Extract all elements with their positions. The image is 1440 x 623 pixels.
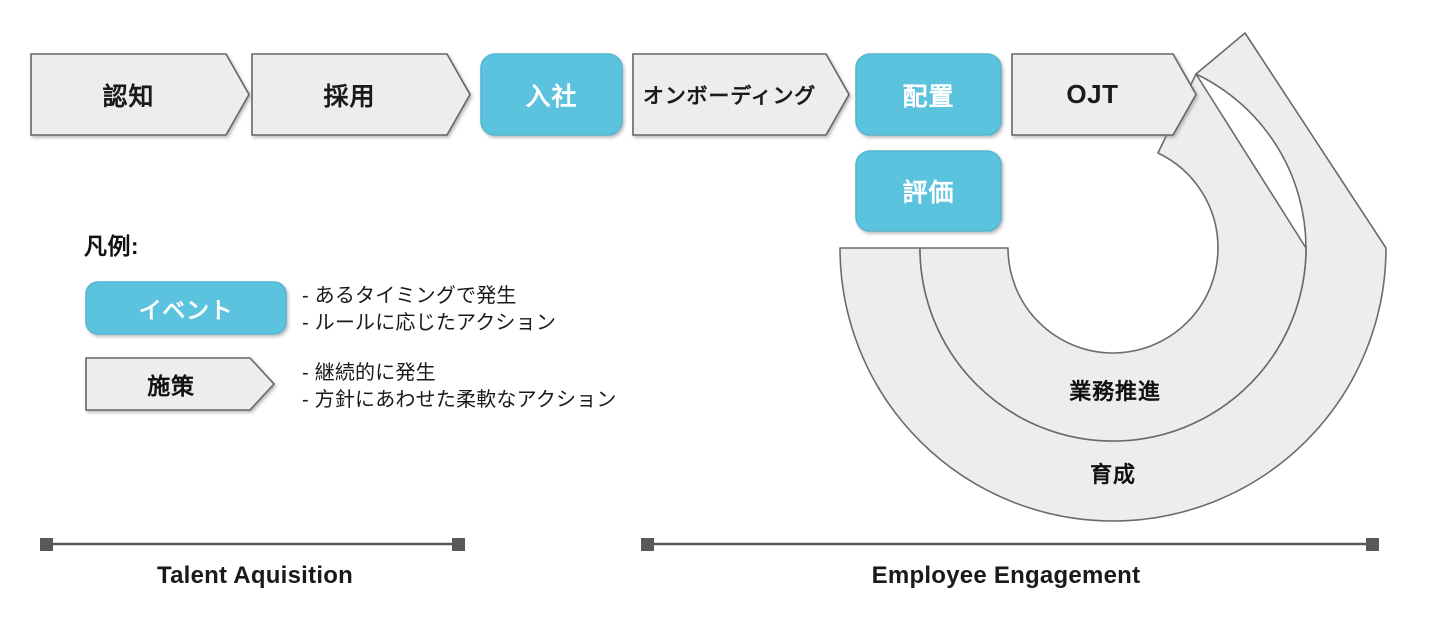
stage-shape-haichi[interactable] <box>855 53 1002 136</box>
legend-bullet: - あるタイミングで発生 <box>302 285 517 307</box>
legend-chip-label-event: イベント <box>138 297 234 323</box>
legend-description-event: - あるタイミングで発生 - ルールに応じたアクション <box>302 283 556 337</box>
stage-shape-hyouka[interactable] <box>855 150 1002 232</box>
arc-inner-gyoumu <box>919 73 1307 442</box>
legend-bullet: - 継続的に発生 <box>302 362 436 384</box>
stage-shape-saiyou[interactable] <box>251 53 471 136</box>
legend-chip-label-policy: 施策 <box>147 373 195 399</box>
legend-description-policy: - 継続的に発生 - 方針にあわせた柔軟なアクション <box>302 360 617 414</box>
legend-chip-policy <box>85 357 276 411</box>
legend-bullet: - 方針にあわせた柔軟なアクション <box>302 389 617 411</box>
legend-title: 凡例: <box>84 233 140 259</box>
bracket-caption-talent-aquisition: Talent Aquisition <box>156 562 354 589</box>
bracket-talent-aquisition <box>40 538 465 551</box>
legend-bullet: - ルールに応じたアクション <box>302 312 557 334</box>
stage-shape-ojt[interactable] <box>1011 53 1197 136</box>
legend-chip-event <box>85 281 287 335</box>
bracket-caption-employee-engagement: Employee Engagement <box>871 562 1141 589</box>
stage-shape-onboarding[interactable] <box>632 53 850 136</box>
stage-shape-nyuusha[interactable] <box>480 53 623 136</box>
bracket-employee-engagement <box>641 538 1379 551</box>
stage-shape-ninchi[interactable] <box>30 53 250 136</box>
